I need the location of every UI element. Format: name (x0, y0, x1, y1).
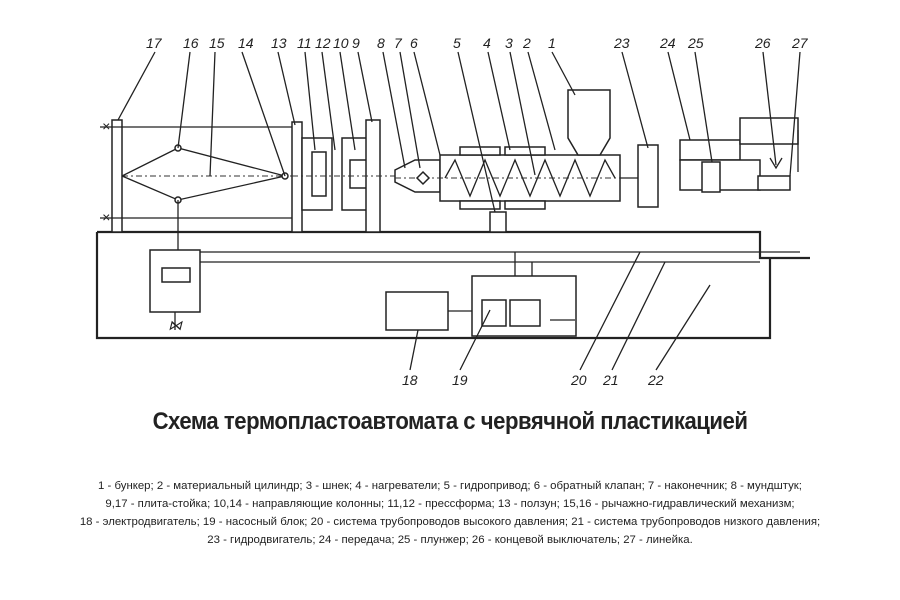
legend-line: 18 - электродвигатель; 19 - насосный бло… (79, 516, 821, 528)
callout: 3 (505, 35, 513, 51)
callout: 11 (297, 35, 312, 51)
callout: 4 (483, 35, 491, 51)
callout: 19 (452, 372, 468, 388)
machine-base (95, 230, 810, 340)
plate-stand-left: × × (100, 118, 300, 233)
drive-unit (620, 117, 799, 208)
callout: 6 (410, 35, 418, 51)
toggle-mechanism: ⋈ (121, 144, 292, 333)
leader-lines (117, 51, 801, 371)
legend-line: 9,17 - плита-стойка; 10,14 - направляющи… (105, 498, 795, 510)
legend: 1 - бункер; 2 - материальный цилиндр; 3 … (0, 477, 900, 549)
callout: 26 (754, 35, 771, 51)
callout: 25 (687, 35, 704, 51)
svg-text:×: × (102, 118, 110, 134)
machine-scheme: × × ⋈ (95, 35, 810, 388)
callout: 17 (146, 35, 163, 51)
callout: 23 (613, 35, 630, 51)
svg-text:×: × (102, 209, 110, 225)
svg-text:⋈: ⋈ (168, 317, 183, 333)
callout: 16 (183, 35, 199, 51)
callout: 24 (659, 35, 676, 51)
legend-line: 1 - бункер; 2 - материальный цилиндр; 3 … (98, 480, 802, 492)
callout: 9 (352, 35, 360, 51)
callout: 15 (209, 35, 225, 51)
callout: 13 (271, 35, 287, 51)
callout: 27 (791, 35, 809, 51)
callout: 1 (548, 35, 556, 51)
callout: 2 (522, 35, 531, 51)
callout: 8 (377, 35, 385, 51)
diagram-title: Схема термопластоавтомата с червячной пл… (152, 408, 748, 435)
legend-line: 23 - гидродвигатель; 24 - передача; 25 -… (207, 534, 693, 546)
callout: 20 (570, 372, 587, 388)
callout: 7 (394, 35, 403, 51)
callout: 10 (333, 35, 349, 51)
callout: 14 (238, 35, 254, 51)
callout: 5 (453, 35, 461, 51)
callout: 22 (647, 372, 664, 388)
callout: 18 (402, 372, 418, 388)
material-cylinder (394, 89, 650, 233)
motor-and-pump (385, 252, 577, 337)
callout: 12 (315, 35, 331, 51)
callout: 21 (602, 372, 619, 388)
mold-assembly (291, 119, 400, 233)
callout-numbers: 17 16 15 14 13 11 12 10 9 8 7 6 5 4 3 2 … (146, 35, 809, 388)
